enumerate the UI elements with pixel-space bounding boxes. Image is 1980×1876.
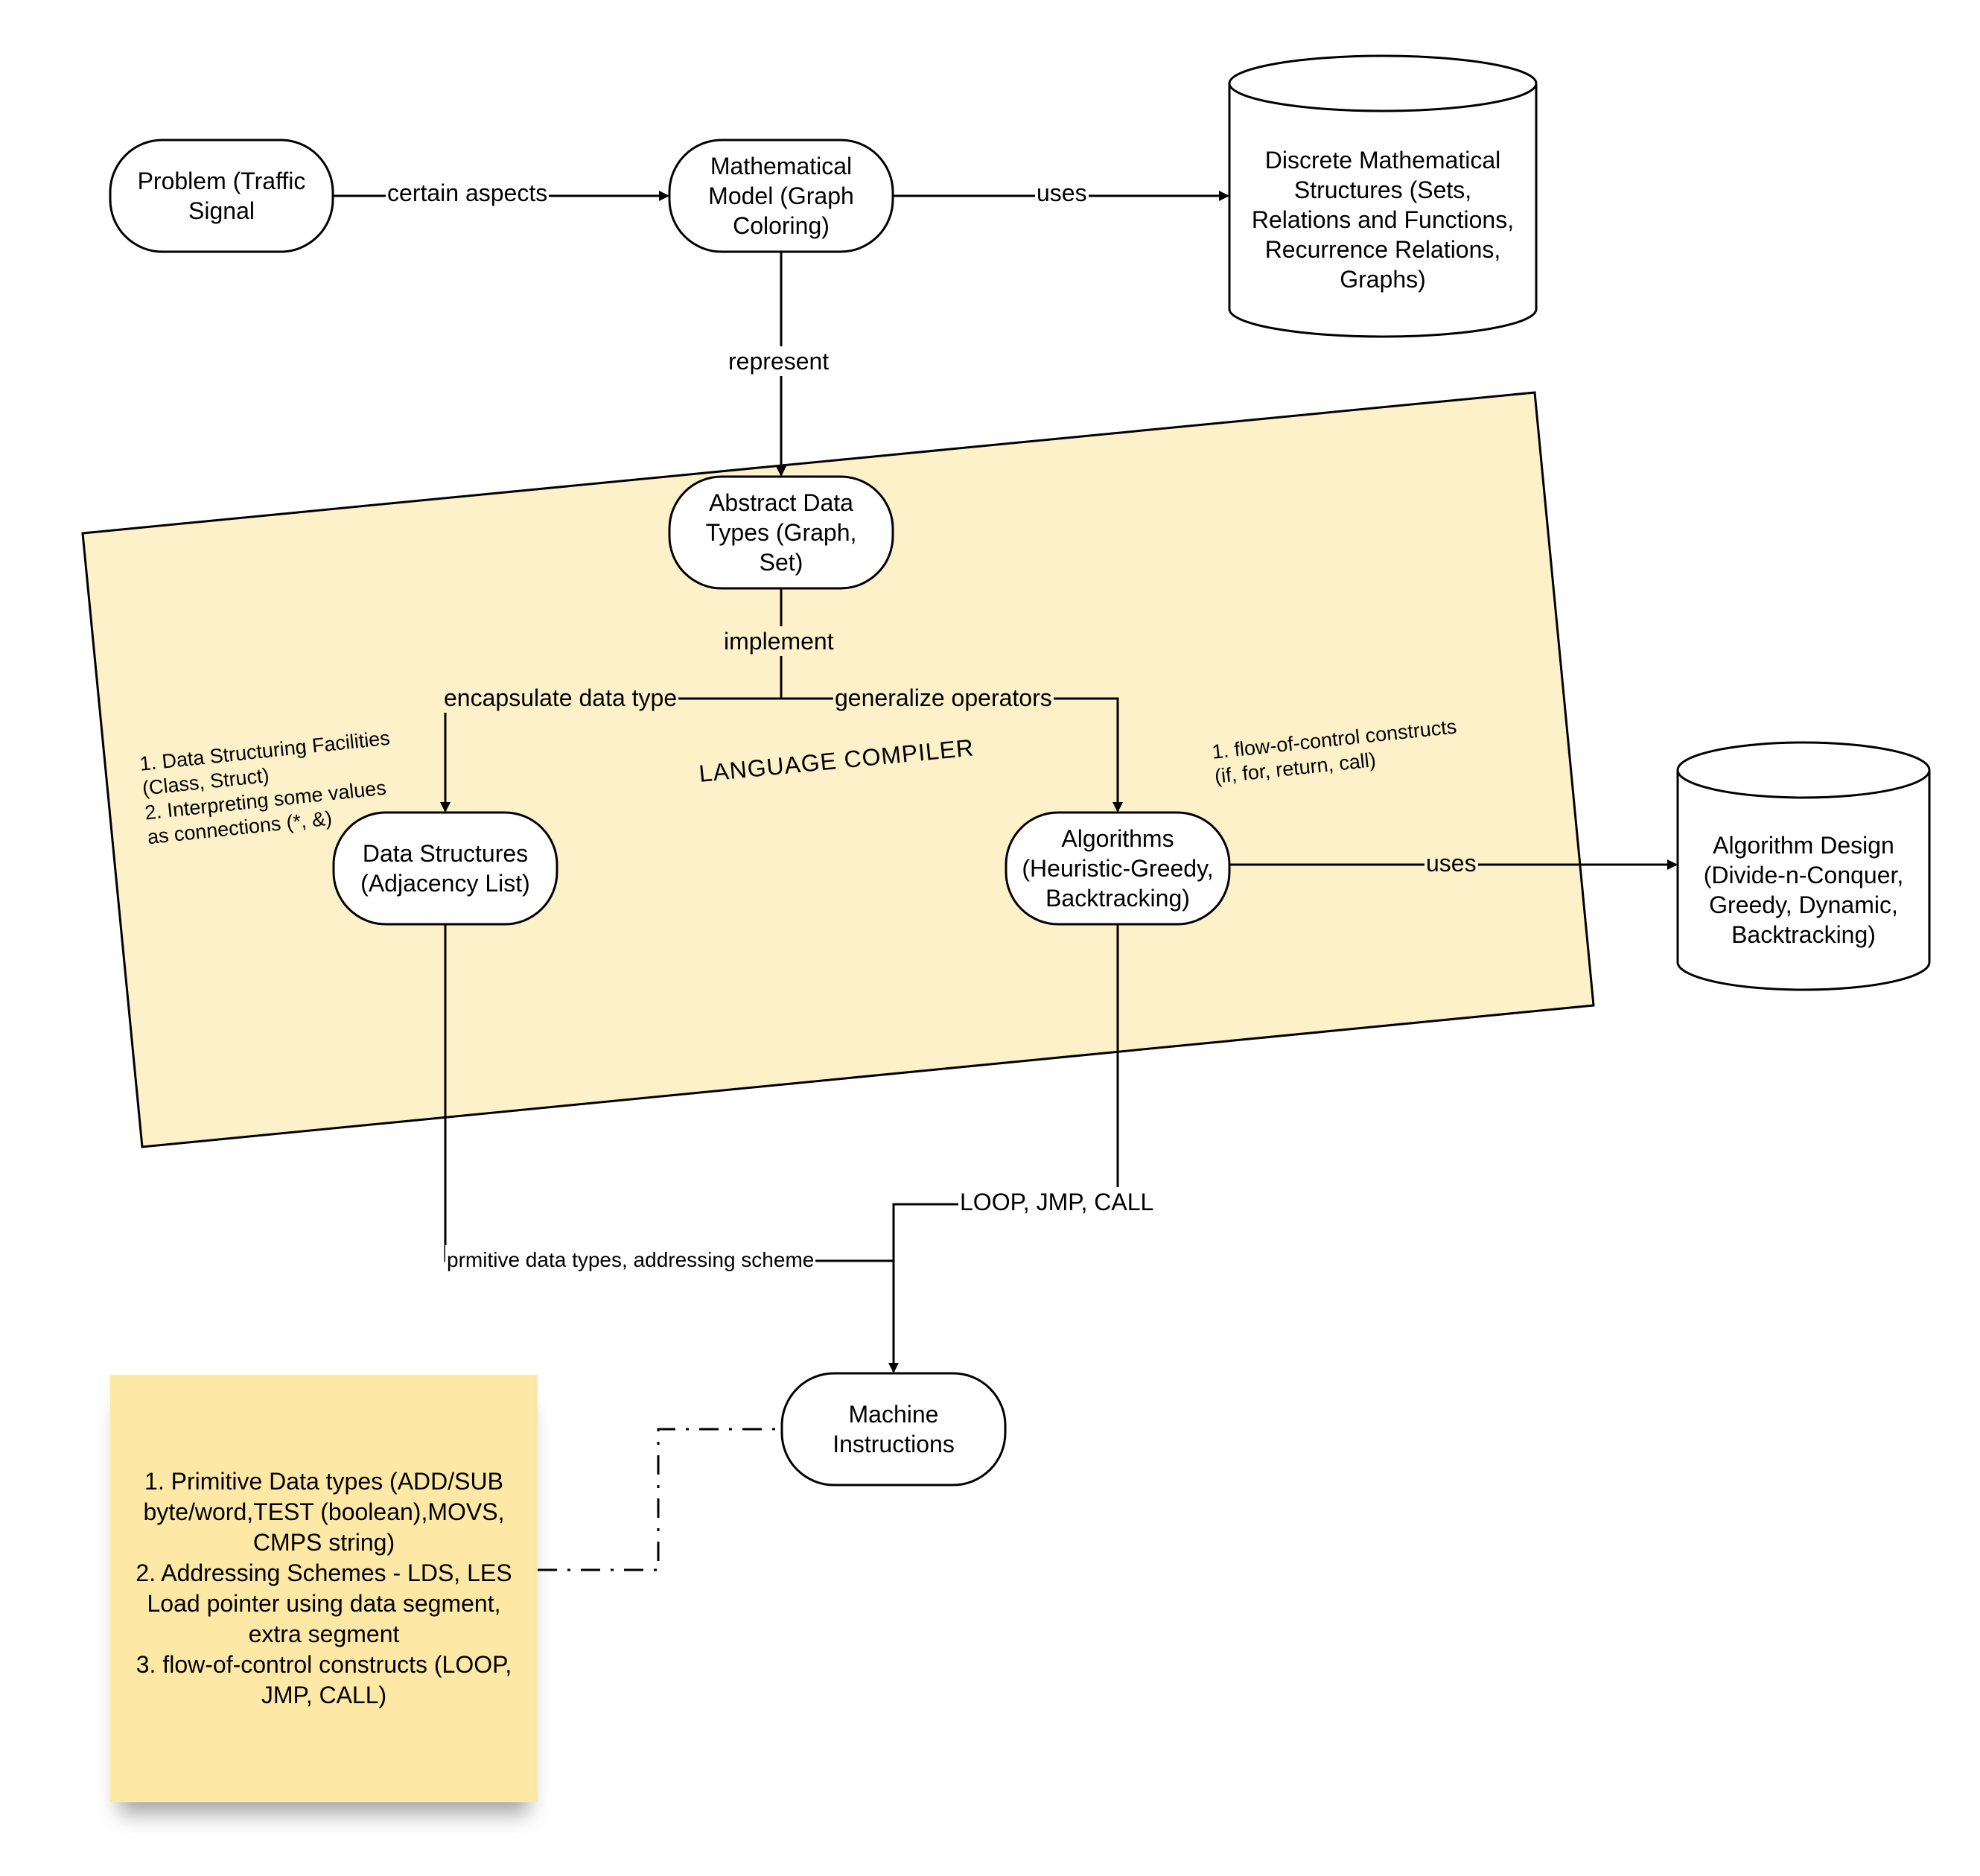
algorithm-design-cylinder[interactable] xyxy=(1676,741,1931,991)
algorithm-design-node[interactable]: Algorithm Design (Divide-n-Conquer, Gree… xyxy=(1703,832,1904,948)
math-model-node[interactable]: Mathematical Model (Graph Coloring) xyxy=(708,153,854,239)
edge-label-encapsulate: encapsulate data type xyxy=(442,683,679,713)
data-structures-node[interactable]: Data Structures (Adjacency List) xyxy=(360,840,530,897)
edge-label-uses-design: uses xyxy=(1424,848,1478,878)
note-connector xyxy=(538,1428,782,1571)
edge-label-primitive: prmitive data types, addressing scheme xyxy=(445,1245,816,1275)
adt-node[interactable]: Abstract Data Types (Graph, Set) xyxy=(705,489,857,576)
sticky-note[interactable] xyxy=(110,1375,538,1802)
sticky-note-text: 1. Primitive Data types (ADD/SUB byte/wo… xyxy=(136,1468,512,1708)
edge-label-certain-aspects: certain aspects xyxy=(386,178,550,208)
edge-label-uses-discrete: uses xyxy=(1035,178,1089,208)
edge-label-generalize: generalize operators xyxy=(833,683,1054,713)
edge-label-implement: implement xyxy=(722,626,835,656)
algorithms-node[interactable]: Algorithms (Heuristic-Greedy, Backtracki… xyxy=(1022,825,1214,912)
discrete-structures-cylinder[interactable] xyxy=(1228,54,1538,338)
edge-label-loop-jmp-call: LOOP, JMP, CALL xyxy=(958,1187,1156,1217)
discrete-structures-node[interactable]: Discrete Mathematical Structures (Sets, … xyxy=(1251,147,1515,293)
language-compiler-container xyxy=(81,391,1595,1148)
machine-instructions-node[interactable]: Machine Instructions xyxy=(833,1401,955,1457)
machine-instructions-node-shape[interactable] xyxy=(780,1372,1007,1487)
problem-node[interactable]: Problem (Traffic Signal xyxy=(137,168,306,224)
edge-label-represent: represent xyxy=(727,346,831,376)
